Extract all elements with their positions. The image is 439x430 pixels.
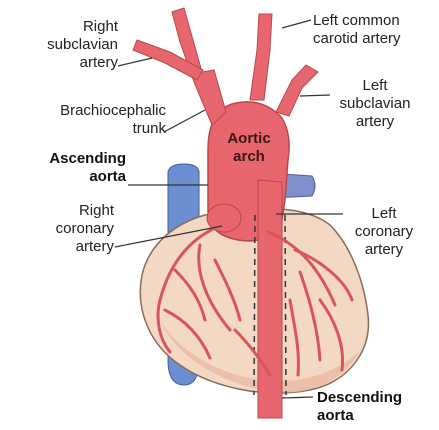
label-left-subclavian-artery: Left subclavian artery [332,77,418,131]
left-common-carotid-vessel [250,14,272,100]
label-descending-aorta: Descending aorta [317,389,402,425]
label-left-coronary-artery: Left coronary artery [340,205,428,259]
left-subclavian-vessel [276,65,318,116]
label-aortic-arch: Aortic arch [218,130,280,166]
label-brachiocephalic-trunk: Brachiocephalic trunk [10,102,166,138]
descending-aorta [258,180,282,418]
label-right-subclavian-artery: Right subclavian artery [14,18,118,72]
label-right-coronary-artery: Right coronary artery [20,202,114,256]
label-left-common-carotid-artery: Left common carotid artery [313,12,401,48]
label-ascending-aorta: Ascending aorta [10,150,126,186]
